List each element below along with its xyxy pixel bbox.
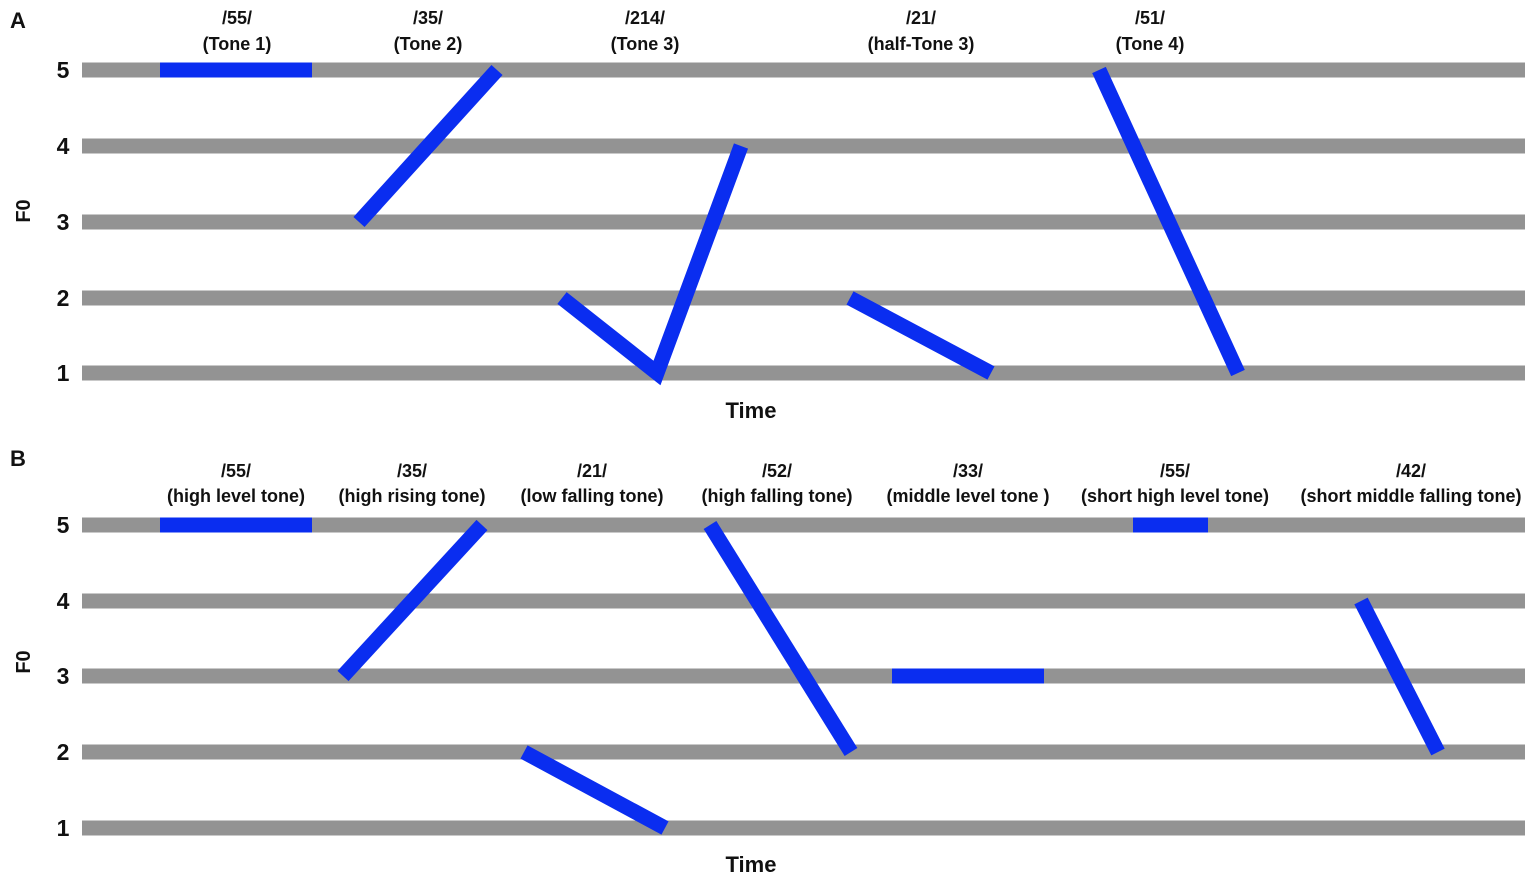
tone-code-label: /55/ bbox=[221, 461, 251, 481]
pitch-level-label: 5 bbox=[57, 57, 70, 83]
pitch-level-label: 3 bbox=[57, 209, 70, 235]
pitch-level-gridline bbox=[82, 593, 1525, 609]
y-axis-label: F0 bbox=[13, 199, 35, 222]
tone-name-label: (Tone 1) bbox=[203, 34, 272, 54]
tone-code-label: /42/ bbox=[1396, 461, 1426, 481]
tone-code-label: /35/ bbox=[413, 8, 443, 28]
tone-name-label: (short middle falling tone) bbox=[1301, 486, 1522, 506]
x-axis-label: Time bbox=[726, 398, 777, 423]
pitch-level-gridline bbox=[82, 820, 1525, 836]
pitch-level-label: 5 bbox=[57, 512, 70, 538]
tone-contour-line bbox=[1092, 66, 1245, 377]
tone-name-label: (short high level tone) bbox=[1081, 486, 1269, 506]
tone-code-label: /214/ bbox=[625, 8, 665, 28]
tone-code-label: /51/ bbox=[1135, 8, 1165, 28]
tone-contour-line bbox=[353, 64, 503, 228]
pitch-level-label: 4 bbox=[57, 588, 70, 614]
pitch-level-gridline bbox=[82, 290, 1525, 306]
tone-contour-line bbox=[337, 519, 488, 682]
pitch-level-gridline bbox=[82, 214, 1525, 230]
tone-contour-line bbox=[846, 291, 995, 380]
panel-letter: B bbox=[10, 446, 26, 471]
tone-code-label: /55/ bbox=[222, 8, 252, 28]
tone-code-label: /21/ bbox=[906, 8, 936, 28]
tone-name-label: (low falling tone) bbox=[521, 486, 664, 506]
pitch-level-label: 1 bbox=[57, 360, 70, 386]
tone-contour-line bbox=[703, 521, 858, 756]
tone-name-label: (high falling tone) bbox=[702, 486, 853, 506]
tone-code-label: /55/ bbox=[1160, 461, 1190, 481]
pitch-level-gridline bbox=[82, 62, 1525, 78]
pitch-level-gridline bbox=[82, 744, 1525, 760]
y-axis-label: F0 bbox=[13, 650, 35, 673]
tone-code-label: /21/ bbox=[577, 461, 607, 481]
tone-code-label: /33/ bbox=[953, 461, 983, 481]
pitch-level-gridline bbox=[82, 365, 1525, 381]
tone-name-label: (Tone 2) bbox=[394, 34, 463, 54]
pitch-level-label: 2 bbox=[57, 739, 70, 765]
x-axis-label: Time bbox=[726, 852, 777, 877]
tone-name-label: (Tone 3) bbox=[611, 34, 680, 54]
pitch-level-label: 3 bbox=[57, 663, 70, 689]
tone-code-label: /52/ bbox=[762, 461, 792, 481]
tone-name-label: (middle level tone ) bbox=[886, 486, 1049, 506]
tone-contour-line bbox=[557, 143, 749, 386]
panel-letter: A bbox=[10, 8, 26, 33]
tone-name-label: (high rising tone) bbox=[339, 486, 486, 506]
pitch-level-label: 4 bbox=[57, 133, 70, 159]
tone-name-label: (high level tone) bbox=[167, 486, 305, 506]
tone-contour-line bbox=[520, 745, 669, 835]
tone-code-label: /35/ bbox=[397, 461, 427, 481]
pitch-level-gridline bbox=[82, 138, 1525, 154]
pitch-level-label: 1 bbox=[57, 815, 70, 841]
tone-name-label: (Tone 4) bbox=[1116, 34, 1185, 54]
tone-contour-line bbox=[1354, 597, 1445, 756]
tone-name-label: (half-Tone 3) bbox=[868, 34, 975, 54]
pitch-level-label: 2 bbox=[57, 285, 70, 311]
